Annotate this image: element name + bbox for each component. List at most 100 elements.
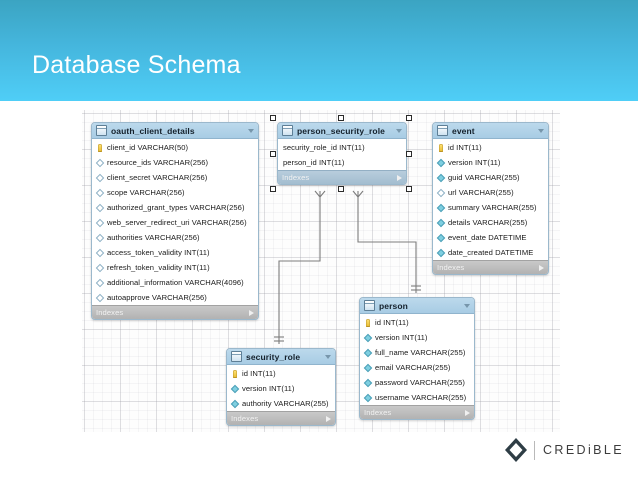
column-row[interactable]: guid VARCHAR(255) bbox=[433, 170, 548, 185]
primary-key-icon bbox=[233, 369, 237, 378]
selection-handle[interactable] bbox=[338, 186, 344, 192]
chevron-down-icon[interactable] bbox=[396, 128, 402, 133]
column-label: event_date DATETIME bbox=[448, 233, 527, 242]
column-row[interactable]: authorized_grant_types VARCHAR(256) bbox=[92, 200, 258, 215]
column-row[interactable]: summary VARCHAR(255) bbox=[433, 200, 548, 215]
chevron-down-icon[interactable] bbox=[538, 128, 544, 133]
not-null-column-icon bbox=[363, 393, 373, 402]
column-row[interactable]: url VARCHAR(255) bbox=[433, 185, 548, 200]
indexes-bar[interactable]: Indexes bbox=[227, 411, 335, 425]
table-icon bbox=[282, 125, 293, 136]
table-icon bbox=[96, 125, 107, 136]
table-header-person[interactable]: person bbox=[360, 298, 474, 314]
indexes-bar[interactable]: Indexes bbox=[360, 405, 474, 419]
selection-handle[interactable] bbox=[406, 150, 412, 157]
indexes-bar[interactable]: Indexes bbox=[433, 260, 548, 274]
column-row[interactable]: autoapprove VARCHAR(256) bbox=[92, 290, 258, 305]
column-row[interactable]: authority VARCHAR(255) bbox=[227, 396, 335, 411]
column-row[interactable]: password VARCHAR(255) bbox=[360, 375, 474, 390]
column-row[interactable]: version INT(11) bbox=[227, 381, 335, 396]
column-label: password VARCHAR(255) bbox=[375, 378, 465, 387]
column-label: refresh_token_validity INT(11) bbox=[107, 263, 210, 272]
column-label: access_token_validity INT(11) bbox=[107, 248, 210, 257]
expand-right-icon[interactable] bbox=[465, 409, 470, 416]
not-null-column-icon bbox=[230, 384, 240, 393]
column-list: security_role_id INT(11)person_id INT(11… bbox=[278, 139, 406, 170]
column-row[interactable]: resource_ids VARCHAR(256) bbox=[92, 155, 258, 170]
logo-divider bbox=[533, 440, 535, 460]
table-icon bbox=[231, 351, 242, 362]
not-null-column-icon bbox=[436, 248, 446, 257]
table-name-label: oauth_client_details bbox=[111, 125, 195, 136]
table-header-person_security_role[interactable]: person_security_role bbox=[278, 123, 406, 139]
selection-handle[interactable] bbox=[406, 186, 412, 192]
expand-right-icon[interactable] bbox=[249, 309, 254, 316]
column-row[interactable]: details VARCHAR(255) bbox=[433, 215, 548, 230]
column-row[interactable]: email VARCHAR(255) bbox=[360, 360, 474, 375]
chevron-down-icon[interactable] bbox=[325, 354, 331, 359]
indexes-label: Indexes bbox=[282, 173, 310, 182]
primary-key-icon bbox=[98, 143, 102, 152]
column-row[interactable]: security_role_id INT(11) bbox=[278, 140, 406, 155]
slide-header-banner: Database Schema bbox=[0, 0, 638, 101]
column-row[interactable]: additional_information VARCHAR(4096) bbox=[92, 275, 258, 290]
indexes-bar[interactable]: Indexes bbox=[278, 170, 406, 184]
column-row[interactable]: event_date DATETIME bbox=[433, 230, 548, 245]
expand-right-icon[interactable] bbox=[397, 174, 402, 181]
indexes-bar[interactable]: Indexes bbox=[92, 305, 258, 319]
column-list: id INT(11)version INT(11)authority VARCH… bbox=[227, 365, 335, 411]
nullable-column-icon bbox=[95, 188, 105, 197]
chevron-down-icon[interactable] bbox=[248, 128, 254, 133]
column-row[interactable]: id INT(11) bbox=[433, 140, 548, 155]
selection-handle[interactable] bbox=[406, 115, 412, 121]
table-header-event[interactable]: event bbox=[433, 123, 548, 139]
entity-table-event[interactable]: event id INT(11) version INT(11)guid VARCH… bbox=[432, 122, 549, 275]
column-row[interactable]: username VARCHAR(255) bbox=[360, 390, 474, 405]
column-row[interactable]: id INT(11) bbox=[360, 315, 474, 330]
column-label: web_server_redirect_uri VARCHAR(256) bbox=[107, 218, 247, 227]
column-row[interactable]: refresh_token_validity INT(11) bbox=[92, 260, 258, 275]
selection-handle[interactable] bbox=[270, 115, 276, 121]
not-null-column-icon bbox=[363, 363, 373, 372]
nullable-column-icon bbox=[436, 188, 446, 197]
table-name-label: event bbox=[452, 125, 475, 136]
column-label: authorities VARCHAR(256) bbox=[107, 233, 200, 242]
column-row[interactable]: access_token_validity INT(11) bbox=[92, 245, 258, 260]
column-row[interactable]: web_server_redirect_uri VARCHAR(256) bbox=[92, 215, 258, 230]
column-row[interactable]: version INT(11) bbox=[360, 330, 474, 345]
column-row[interactable]: client_id VARCHAR(50) bbox=[92, 140, 258, 155]
column-label: authorized_grant_types VARCHAR(256) bbox=[107, 203, 245, 212]
table-name-label: person_security_role bbox=[297, 125, 385, 136]
expand-right-icon[interactable] bbox=[539, 264, 544, 271]
nullable-column-icon bbox=[95, 203, 105, 212]
indexes-label: Indexes bbox=[437, 263, 465, 272]
entity-table-oauth_client_details[interactable]: oauth_client_details client_id VARCHAR(50… bbox=[91, 122, 259, 320]
column-row[interactable]: date_created DATETIME bbox=[433, 245, 548, 260]
column-label: full_name VARCHAR(255) bbox=[375, 348, 466, 357]
column-label: url VARCHAR(255) bbox=[448, 188, 514, 197]
chevron-down-icon[interactable] bbox=[464, 303, 470, 308]
column-label: id INT(11) bbox=[448, 143, 482, 152]
table-name-label: person bbox=[379, 300, 408, 311]
expand-right-icon[interactable] bbox=[326, 415, 331, 422]
column-row[interactable]: id INT(11) bbox=[227, 366, 335, 381]
column-row[interactable]: full_name VARCHAR(255) bbox=[360, 345, 474, 360]
diamond-icon bbox=[504, 438, 527, 462]
selection-handle[interactable] bbox=[270, 150, 276, 157]
not-null-column-icon bbox=[436, 203, 446, 212]
column-row[interactable]: version INT(11) bbox=[433, 155, 548, 170]
column-row[interactable]: scope VARCHAR(256) bbox=[92, 185, 258, 200]
nullable-column-icon bbox=[95, 263, 105, 272]
entity-table-person_security_role[interactable]: person_security_role security_role_id INT… bbox=[277, 122, 407, 185]
table-header-oauth_client_details[interactable]: oauth_client_details bbox=[92, 123, 258, 139]
selection-handle[interactable] bbox=[270, 186, 276, 192]
table-header-security_role[interactable]: security_role bbox=[227, 349, 335, 365]
column-label: details VARCHAR(255) bbox=[448, 218, 528, 227]
column-label: client_id VARCHAR(50) bbox=[107, 143, 189, 152]
column-row[interactable]: client_secret VARCHAR(256) bbox=[92, 170, 258, 185]
selection-handle[interactable] bbox=[338, 115, 344, 121]
entity-table-person[interactable]: person id INT(11)version INT(11) full_name… bbox=[359, 297, 475, 420]
column-row[interactable]: authorities VARCHAR(256) bbox=[92, 230, 258, 245]
column-row[interactable]: person_id INT(11) bbox=[278, 155, 406, 170]
